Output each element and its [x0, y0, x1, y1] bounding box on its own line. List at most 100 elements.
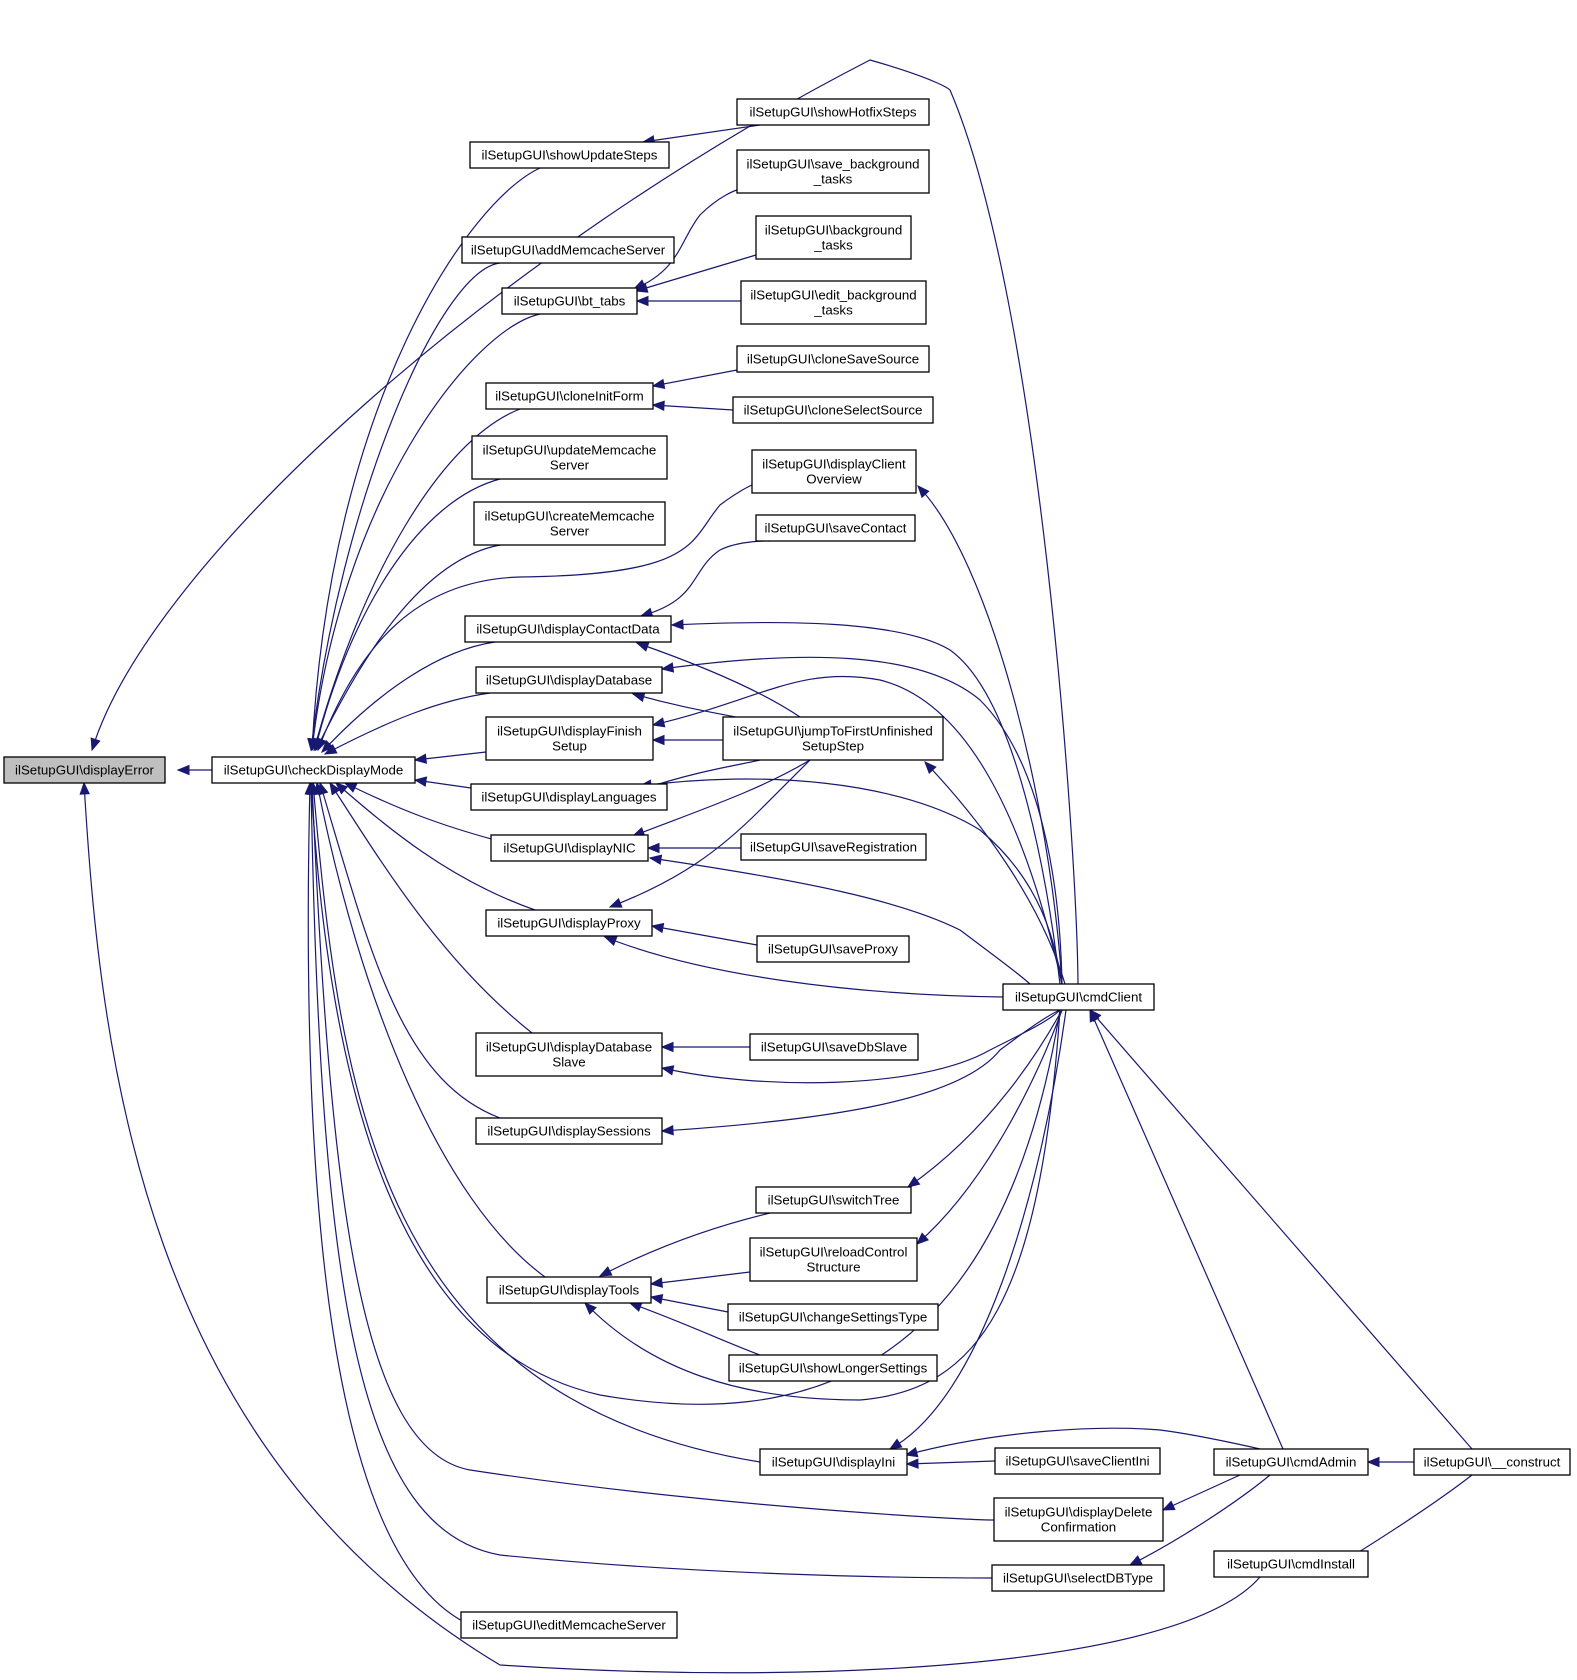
arrowhead-icon — [906, 1176, 921, 1188]
node-cmd-admin[interactable]: ilSetupGUI\cmdAdmin — [1213, 1448, 1369, 1476]
node-box — [1002, 983, 1155, 1011]
node-label: SetupStep — [802, 739, 864, 754]
node-label: Confirmation — [1041, 1520, 1116, 1535]
arrowhead-icon — [924, 761, 937, 774]
node-display-languages[interactable]: ilSetupGUI\displayLanguages — [470, 783, 668, 811]
node-display-contact-data[interactable]: ilSetupGUI\displayContactData — [464, 615, 672, 643]
node-label: Server — [550, 458, 590, 473]
edge-check-display-mode-to-display-error — [176, 764, 212, 776]
edge-line — [633, 189, 738, 290]
arrowhead-icon — [651, 717, 666, 728]
edge-line — [924, 761, 1066, 985]
node-change-settings-type[interactable]: ilSetupGUI\changeSettingsType — [727, 1303, 939, 1331]
node-display-error[interactable]: ilSetupGUI\displayError — [3, 756, 166, 784]
node-cmd-install[interactable]: ilSetupGUI\cmdInstall — [1213, 1550, 1369, 1578]
node-label: ilSetupGUI\jumpToFirstUnfinished — [733, 724, 933, 739]
edge-display-delete-confirmation-to-check-display-mode — [307, 781, 995, 1521]
edge-display-finish-setup-to-check-display-mode — [413, 751, 487, 764]
node-box — [471, 435, 668, 480]
arrowhead-icon — [317, 737, 328, 752]
node-jump-to-first-unfinished-setup-step[interactable]: ilSetupGUI\jumpToFirstUnfinishedSetupSte… — [722, 716, 944, 761]
arrowhead-icon — [1128, 1555, 1143, 1566]
edge-line — [599, 1212, 771, 1277]
node-label: ilSetupGUI\cmdAdmin — [1226, 1455, 1357, 1470]
node-save-proxy[interactable]: ilSetupGUI\saveProxy — [756, 935, 910, 963]
node-clone-init-form[interactable]: ilSetupGUI\cloneInitForm — [485, 382, 654, 410]
node-box — [486, 1276, 652, 1304]
node-cmd-client[interactable]: ilSetupGUI\cmdClient — [1002, 983, 1155, 1011]
node-show-hotfix-steps[interactable]: ilSetupGUI\showHotfixSteps — [736, 98, 930, 126]
node-display-sessions[interactable]: ilSetupGUI\displaySessions — [475, 1117, 663, 1145]
node-label: ilSetupGUI\showHotfixSteps — [749, 105, 916, 120]
node-save-db-slave[interactable]: ilSetupGUI\saveDbSlave — [749, 1033, 919, 1061]
node-save-background-tasks[interactable]: ilSetupGUI\save_background_tasks — [736, 149, 930, 194]
node-switch-tree[interactable]: ilSetupGUI\switchTree — [755, 1186, 912, 1214]
arrowhead-icon — [306, 781, 317, 795]
edge-save-contact-to-display-contact-data — [639, 540, 771, 618]
node-label: ilSetupGUI\save_background — [747, 157, 920, 172]
node-clone-save-source[interactable]: ilSetupGUI\cloneSaveSource — [736, 345, 930, 373]
edge-save-proxy-to-display-proxy — [650, 922, 758, 946]
node-display-tools[interactable]: ilSetupGUI\displayTools — [486, 1276, 652, 1304]
node-box — [755, 215, 912, 260]
node-edit-memcache-server[interactable]: ilSetupGUI\editMemcacheServer — [460, 1611, 678, 1639]
edge-line — [329, 782, 533, 1034]
edge-line — [604, 936, 1004, 998]
edge-switch-tree-to-display-tools — [598, 1212, 771, 1277]
edge-line — [311, 313, 541, 751]
edge-cmd-client-to-display-ini — [888, 1009, 1067, 1450]
node-save-contact[interactable]: ilSetupGUI\saveContact — [755, 514, 916, 542]
node-box — [1213, 1550, 1369, 1578]
edge-line — [671, 621, 1061, 985]
edge-construct-to-cmd-admin — [1366, 1456, 1414, 1468]
node-box — [755, 1186, 912, 1214]
node-label: ilSetupGUI\displayError — [15, 763, 155, 778]
node-edit-background-tasks[interactable]: ilSetupGUI\edit_background_tasks — [740, 280, 927, 325]
node-construct[interactable]: ilSetupGUI\__construct — [1413, 1448, 1571, 1476]
edge-line — [1089, 1009, 1473, 1450]
arrowhead-icon — [329, 781, 341, 796]
edge-line — [652, 369, 738, 387]
node-background-tasks[interactable]: ilSetupGUI\background_tasks — [755, 215, 912, 260]
edge-line — [905, 1427, 1261, 1456]
edge-line — [651, 925, 758, 946]
edge-cmd-admin-to-cmd-client — [1089, 1008, 1284, 1450]
node-label: ilSetupGUI\saveDbSlave — [761, 1040, 907, 1055]
node-box — [732, 396, 934, 424]
arrowhead-icon — [905, 1458, 919, 1469]
edge-line — [639, 778, 1063, 985]
node-box — [475, 1032, 663, 1077]
node-clone-select-source[interactable]: ilSetupGUI\cloneSelectSource — [732, 396, 934, 424]
edge-line — [316, 782, 546, 1278]
edge-update-memcache-server-to-check-display-mode — [312, 478, 501, 752]
node-display-database[interactable]: ilSetupGUI\displayDatabase — [475, 666, 663, 694]
node-add-memcache-server[interactable]: ilSetupGUI\addMemcacheServer — [461, 236, 675, 264]
node-show-longer-settings[interactable]: ilSetupGUI\showLongerSettings — [728, 1354, 938, 1382]
edge-line — [324, 692, 491, 755]
node-save-client-ini[interactable]: ilSetupGUI\saveClientIni — [994, 1447, 1161, 1475]
node-box — [485, 909, 653, 937]
node-box — [756, 935, 910, 963]
arrowhead-icon — [670, 619, 684, 630]
node-check-display-mode[interactable]: ilSetupGUI\checkDisplayMode — [211, 756, 416, 784]
node-select-dbtype[interactable]: ilSetupGUI\selectDBType — [991, 1564, 1165, 1592]
node-display-proxy[interactable]: ilSetupGUI\displayProxy — [485, 909, 653, 937]
node-bt-tabs[interactable]: ilSetupGUI\bt_tabs — [501, 287, 638, 315]
node-box — [759, 1448, 908, 1476]
node-save-registration[interactable]: ilSetupGUI\saveRegistration — [740, 833, 927, 861]
edge-line — [321, 641, 496, 753]
node-box — [470, 783, 668, 811]
node-display-nic[interactable]: ilSetupGUI\displayNIC — [490, 834, 649, 862]
arrowhead-icon — [651, 378, 666, 390]
edge-cmd-client-to-display-contact-data — [670, 619, 1061, 985]
node-display-ini[interactable]: ilSetupGUI\displayIni — [759, 1448, 908, 1476]
node-show-update-steps[interactable]: ilSetupGUI\showUpdateSteps — [469, 141, 670, 169]
edge-line — [83, 782, 1261, 1674]
